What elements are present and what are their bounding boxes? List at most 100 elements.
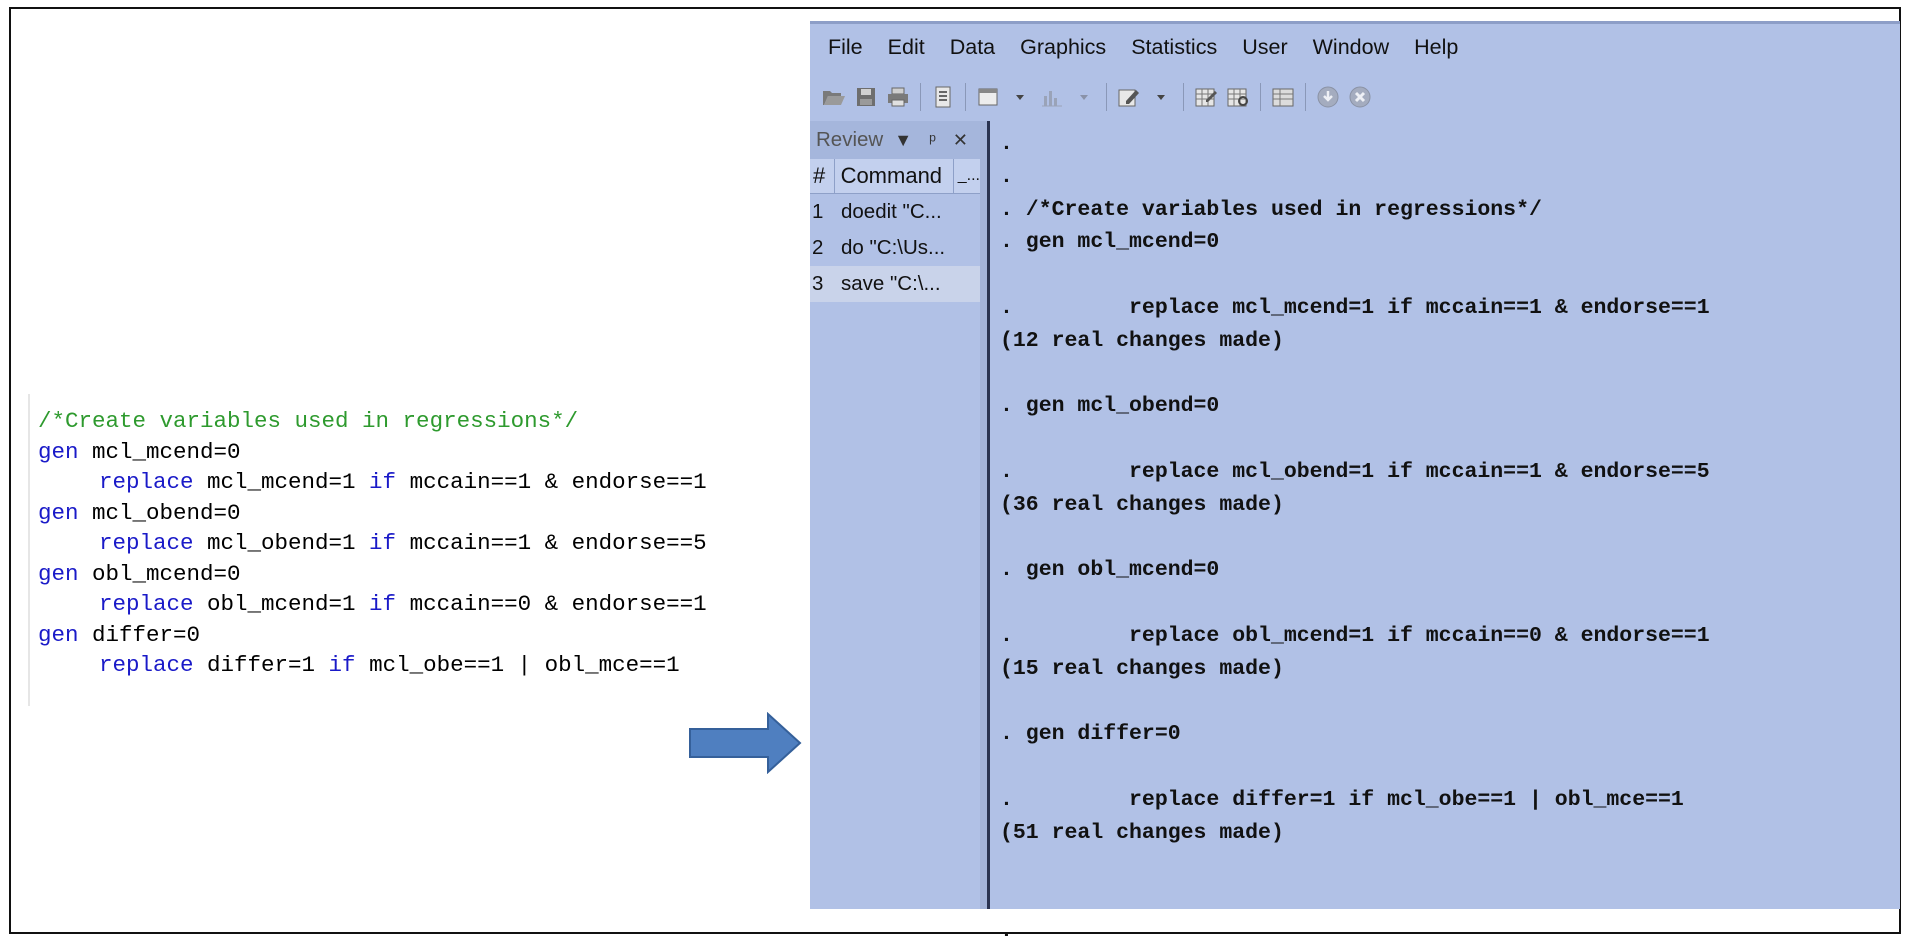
menu-help[interactable]: Help [1414, 34, 1459, 59]
code-text: mcl_obend=1 [193, 530, 370, 556]
graph-icon[interactable] [1039, 84, 1065, 110]
menu-edit[interactable]: Edit [887, 34, 925, 59]
code-text: differ=1 [193, 652, 329, 678]
review-header: Review ▼ ᵖ ✕ [810, 121, 980, 159]
open-icon[interactable] [821, 84, 847, 110]
do-file-editor-icon[interactable] [1116, 84, 1142, 110]
code-keyword: gen [38, 438, 79, 465]
chevron-down-icon[interactable] [1148, 84, 1174, 110]
toolbar [818, 76, 1376, 118]
result-line: . gen obl_mcend=0 [1000, 558, 1220, 583]
code-line: gen mcl_mcend=0 [38, 437, 798, 468]
break-icon[interactable] [1347, 84, 1373, 110]
review-row-command: save "C:\... [841, 272, 941, 295]
save-icon[interactable] [853, 84, 879, 110]
column-header-command[interactable]: Command [835, 159, 954, 193]
review-row-command: doedit "C... [841, 200, 942, 223]
review-row-number: 2 [812, 236, 824, 259]
code-line: gen mcl_obend=0 [38, 498, 798, 529]
data-browser-icon[interactable] [1225, 84, 1251, 110]
menu-statistics[interactable]: Statistics [1131, 34, 1218, 59]
toolbar-separator [1260, 83, 1261, 111]
result-line [1000, 358, 1890, 391]
code-text: differ=0 [78, 621, 201, 648]
menu-file[interactable]: File [828, 34, 863, 59]
menu-bar: File Edit Data Graphics Statistics User Window… [810, 27, 1483, 67]
result-line: (15 real changes made) [1000, 656, 1284, 681]
code-keyword: replace [99, 591, 194, 617]
result-line: . replace mcl_mcend=1 if mccain==1 & end… [1000, 295, 1710, 320]
code-keyword: gen [38, 560, 79, 587]
result-line: . gen mcl_obend=0 [1000, 394, 1220, 419]
menu-graphics[interactable]: Graphics [1020, 34, 1107, 59]
toolbar-separator [1183, 83, 1184, 111]
code-comment: /*Create variables used in regressions*/ [38, 408, 579, 434]
code-line: replace differ=1 if mcl_obe==1 | obl_mce… [38, 650, 798, 681]
code-text: mccain==1 & endorse==5 [396, 530, 707, 556]
code-line: gen obl_mcend=0 [38, 559, 798, 590]
do-file-code: /*Create variables used in regressions*/… [28, 394, 798, 706]
review-row-number: 3 [812, 272, 824, 295]
review-row[interactable]: 3 save "C:\... [810, 266, 980, 302]
menu-data[interactable]: Data [949, 34, 996, 59]
column-header-number[interactable]: # [810, 159, 835, 193]
code-text: mcl_obe==1 | obl_mce==1 [355, 652, 680, 678]
result-line: (12 real changes made) [1000, 328, 1284, 353]
code-keyword: replace [99, 652, 194, 678]
result-line: (51 real changes made) [1000, 820, 1284, 845]
result-line: . gen differ=0 [1000, 722, 1181, 747]
code-keyword: replace [99, 469, 194, 495]
code-keyword: if [369, 530, 397, 556]
review-column-headers: # Command _... [810, 159, 980, 194]
stata-window: File Edit Data Graphics Statistics User Window… [810, 21, 1900, 943]
results-window: ... /*Create variables used in regressio… [1000, 128, 1890, 943]
result-line: . [1000, 132, 1013, 156]
chevron-down-icon[interactable] [1071, 84, 1097, 110]
right-arrow-icon [689, 712, 802, 774]
panel-splitter[interactable] [980, 121, 990, 909]
review-panel-controls[interactable]: ▼ ᵖ ✕ [894, 129, 974, 150]
log-icon[interactable] [930, 84, 956, 110]
code-keyword: if [328, 652, 356, 678]
toolbar-separator [1305, 83, 1306, 111]
more-icon[interactable] [1315, 84, 1341, 110]
code-line: replace mcl_obend=1 if mccain==1 & endor… [38, 528, 798, 559]
code-line: gen differ=0 [38, 620, 798, 651]
result-line [1000, 686, 1890, 719]
menu-window[interactable]: Window [1312, 34, 1390, 59]
result-line [1000, 587, 1890, 620]
code-text: mccain==1 & endorse==1 [396, 469, 707, 495]
variables-manager-icon[interactable] [1270, 84, 1296, 110]
code-text: mcl_mcend=1 [193, 469, 370, 495]
review-panel: Review ▼ ᵖ ✕ # Command _... 1 doedit "C..… [810, 121, 980, 909]
result-line [1000, 850, 1890, 883]
review-row[interactable]: 2 do "C:\Us... [810, 230, 980, 266]
review-list: 1 doedit "C... 2 do "C:\Us... 3 save "C:\... [810, 194, 980, 302]
chevron-down-icon[interactable] [1007, 84, 1033, 110]
code-text: obl_mcend=0 [78, 560, 241, 587]
review-row-command: do "C:\Us... [841, 236, 946, 259]
code-line: replace mcl_mcend=1 if mccain==1 & endor… [38, 467, 798, 498]
review-row-number: 1 [812, 200, 824, 223]
result-line: . gen mcl_mcend=0 [1000, 230, 1220, 255]
result-line [1000, 423, 1890, 456]
code-text: mcl_obend=0 [78, 499, 241, 526]
column-header-rc[interactable]: _... [957, 167, 980, 184]
result-line: . [1000, 919, 1013, 944]
code-text: mcl_mcend=0 [78, 438, 241, 465]
review-row[interactable]: 1 doedit "C... [810, 194, 980, 230]
result-line [1000, 522, 1890, 555]
code-keyword: if [369, 469, 397, 495]
menu-user[interactable]: User [1242, 34, 1288, 59]
code-line: /*Create variables used in regressions*/ [38, 406, 798, 437]
code-keyword: replace [99, 530, 194, 556]
code-keyword: if [369, 591, 397, 617]
result-line: (36 real changes made) [1000, 492, 1284, 517]
toolbar-separator [965, 83, 966, 111]
data-editor-icon[interactable] [1193, 84, 1219, 110]
print-icon[interactable] [885, 84, 911, 110]
result-line [1000, 259, 1890, 292]
code-keyword: gen [38, 621, 79, 648]
viewer-icon[interactable] [975, 84, 1001, 110]
result-line: . replace differ=1 if mcl_obe==1 | obl_m… [1000, 787, 1684, 812]
